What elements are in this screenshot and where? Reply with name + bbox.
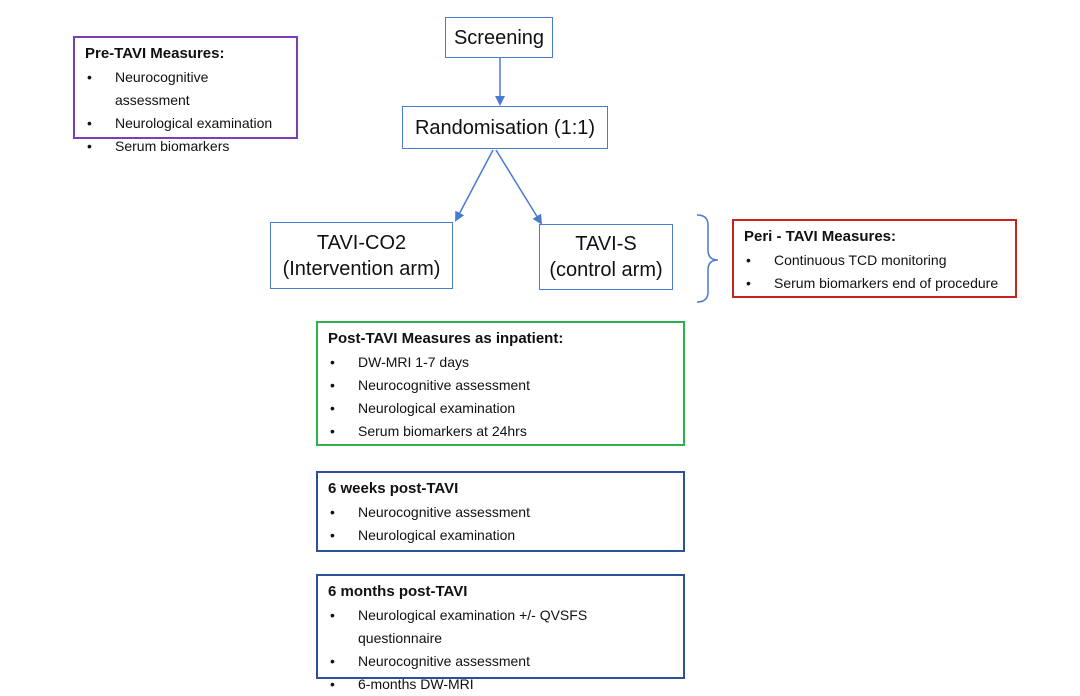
post-tavi-title: Post-TAVI Measures as inpatient: <box>328 330 564 347</box>
list-item: Serum biomarkers at 24hrs <box>328 420 673 443</box>
six-weeks-box: 6 weeks post-TAVI Neurocognitive assessm… <box>316 471 685 552</box>
control-arm-box: TAVI-S (control arm) <box>539 224 673 290</box>
peri-brace <box>696 214 719 303</box>
list-item: Neurological examination <box>85 112 286 135</box>
six-weeks-title: 6 weeks post-TAVI <box>328 480 459 497</box>
list-item: 6-months DW-MRI <box>328 673 673 696</box>
screening-label: Screening <box>453 26 545 49</box>
control-arm-name: TAVI-S <box>575 233 637 255</box>
arrow-to-control-arm <box>495 149 543 225</box>
peri-tavi-title: Peri - TAVI Measures: <box>744 228 896 245</box>
post-tavi-list: DW-MRI 1-7 days Neurocognitive assessmen… <box>328 351 673 443</box>
list-item: Continuous TCD monitoring <box>744 249 1005 272</box>
six-months-list: Neurological examination +/- QVSFS quest… <box>328 604 673 696</box>
post-tavi-box: Post-TAVI Measures as inpatient: DW-MRI … <box>316 321 685 446</box>
intervention-arm-name: TAVI-CO2 <box>316 231 407 254</box>
list-item: DW-MRI 1-7 days <box>328 351 673 374</box>
intervention-arm-subtitle: (Intervention arm) <box>282 257 441 280</box>
list-item: Neurological examination +/- QVSFS quest… <box>328 604 673 650</box>
screening-box: Screening <box>445 17 553 58</box>
six-weeks-list: Neurocognitive assessment Neurological e… <box>328 501 673 547</box>
pre-tavi-title: Pre-TAVI Measures: <box>85 45 225 62</box>
pre-tavi-box: Pre-TAVI Measures: Neurocognitive assess… <box>73 36 298 158</box>
peri-tavi-list: Continuous TCD monitoring Serum biomarke… <box>744 249 1005 295</box>
list-item: Neurocognitive assessment <box>328 374 673 397</box>
list-item: Neurological examination <box>328 397 673 420</box>
peri-tavi-box: Peri - TAVI Measures: Continuous TCD mon… <box>732 219 1017 298</box>
control-arm-subtitle: (control arm) <box>549 259 663 281</box>
list-item: Neurological examination <box>328 524 673 547</box>
randomisation-label: Randomisation (1:1) <box>414 116 596 139</box>
arrow-to-intervention-arm <box>455 149 494 222</box>
list-item: Serum biomarkers <box>85 135 286 158</box>
six-months-title: 6 months post-TAVI <box>328 583 468 600</box>
randomisation-box: Randomisation (1:1) <box>402 106 608 149</box>
list-item: Serum biomarkers end of procedure <box>744 272 1005 295</box>
list-item: Neurocognitive assessment <box>328 650 673 673</box>
list-item: Neurocognitive assessment <box>328 501 673 524</box>
list-item: Neurocognitive assessment <box>85 66 286 112</box>
intervention-arm-box: TAVI-CO2 (Intervention arm) <box>270 222 453 289</box>
pre-tavi-list: Neurocognitive assessment Neurological e… <box>85 66 286 158</box>
six-months-box: 6 months post-TAVI Neurological examinat… <box>316 574 685 696</box>
